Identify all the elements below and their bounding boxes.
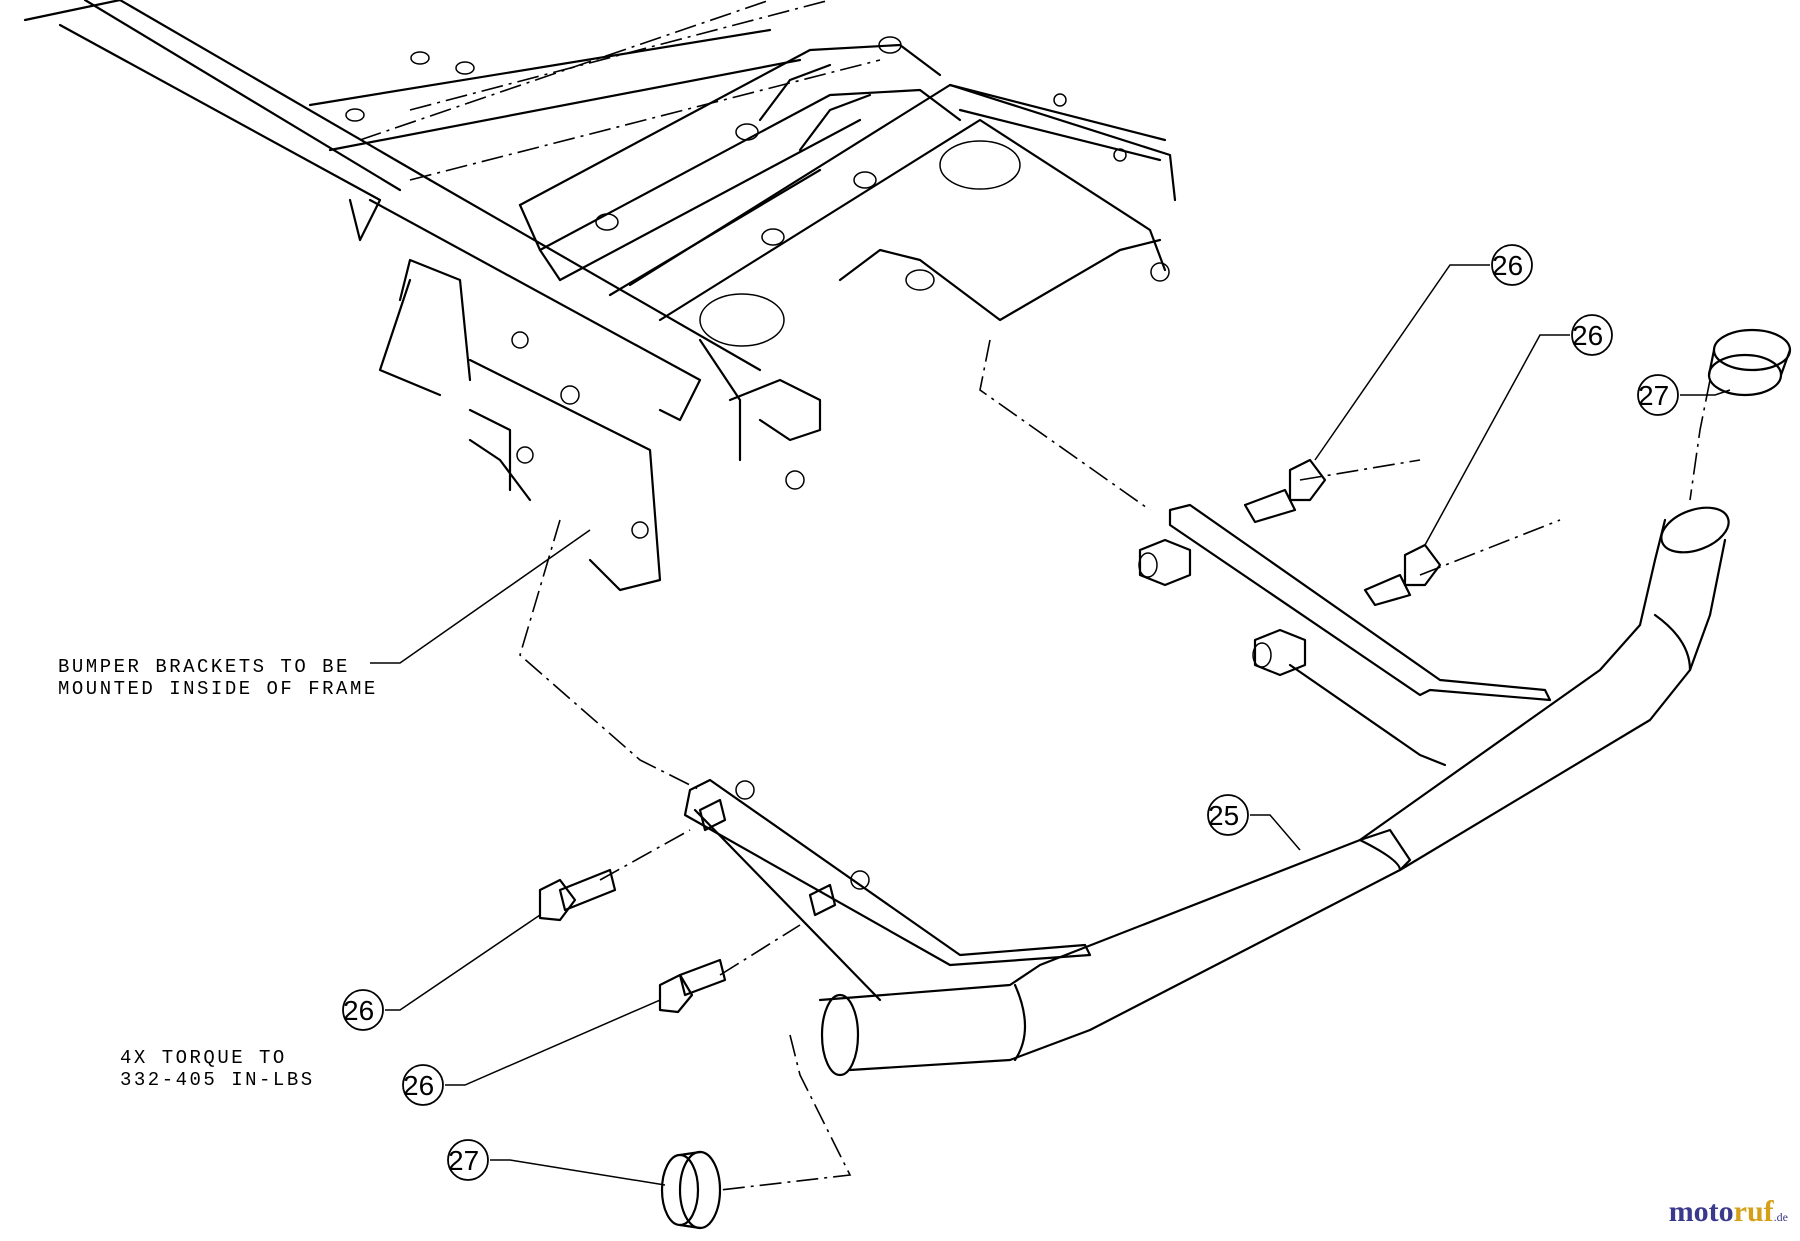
watermark-ruf: ruf: [1733, 1195, 1774, 1228]
callout-label: 27: [1638, 380, 1669, 411]
callout-label: 25: [1208, 800, 1239, 831]
bumper-bracket-left: [683, 778, 1092, 1002]
bolt-bottom-2: [658, 958, 727, 1014]
note-torque-line2: 332-405 IN-LBS: [120, 1069, 315, 1091]
callout-26-bottom-2: 26: [402, 1064, 444, 1106]
bolt-bottom-1: [538, 868, 617, 922]
callout-27-top: 27: [1637, 374, 1679, 416]
callout-label: 27: [448, 1145, 479, 1176]
callout-26-top-2: 26: [1571, 314, 1613, 356]
note-bumper-brackets-line2: MOUNTED INSIDE OF FRAME: [58, 678, 378, 700]
watermark-moto: moto: [1668, 1195, 1734, 1228]
bumper-tube: [818, 506, 1730, 1077]
frame-assembly: [23, 0, 1177, 592]
watermark-suffix: .de: [1773, 1210, 1788, 1224]
callout-26-bottom-1: 26: [342, 989, 384, 1031]
callout-label: 26: [1492, 250, 1523, 281]
watermark-logo: motoruf.de: [1669, 1195, 1788, 1229]
callout-26-top-1: 26: [1491, 244, 1533, 286]
plug-top: [1707, 328, 1792, 397]
callout-label: 26: [1572, 320, 1603, 351]
callout-27-bottom: 27: [447, 1139, 489, 1181]
callout-label: 26: [403, 1070, 434, 1101]
callout-label: 26: [343, 995, 374, 1026]
plug-bottom: [660, 1150, 722, 1230]
bolt-top-1: [1243, 458, 1327, 524]
bolt-top-2: [1363, 543, 1442, 607]
bumper-bracket-right: [1138, 503, 1552, 767]
note-torque-line1: 4X TORQUE TO: [120, 1047, 287, 1069]
callout-25: 25: [1207, 794, 1249, 836]
note-bumper-brackets-line1: BUMPER BRACKETS TO BE: [58, 656, 350, 678]
